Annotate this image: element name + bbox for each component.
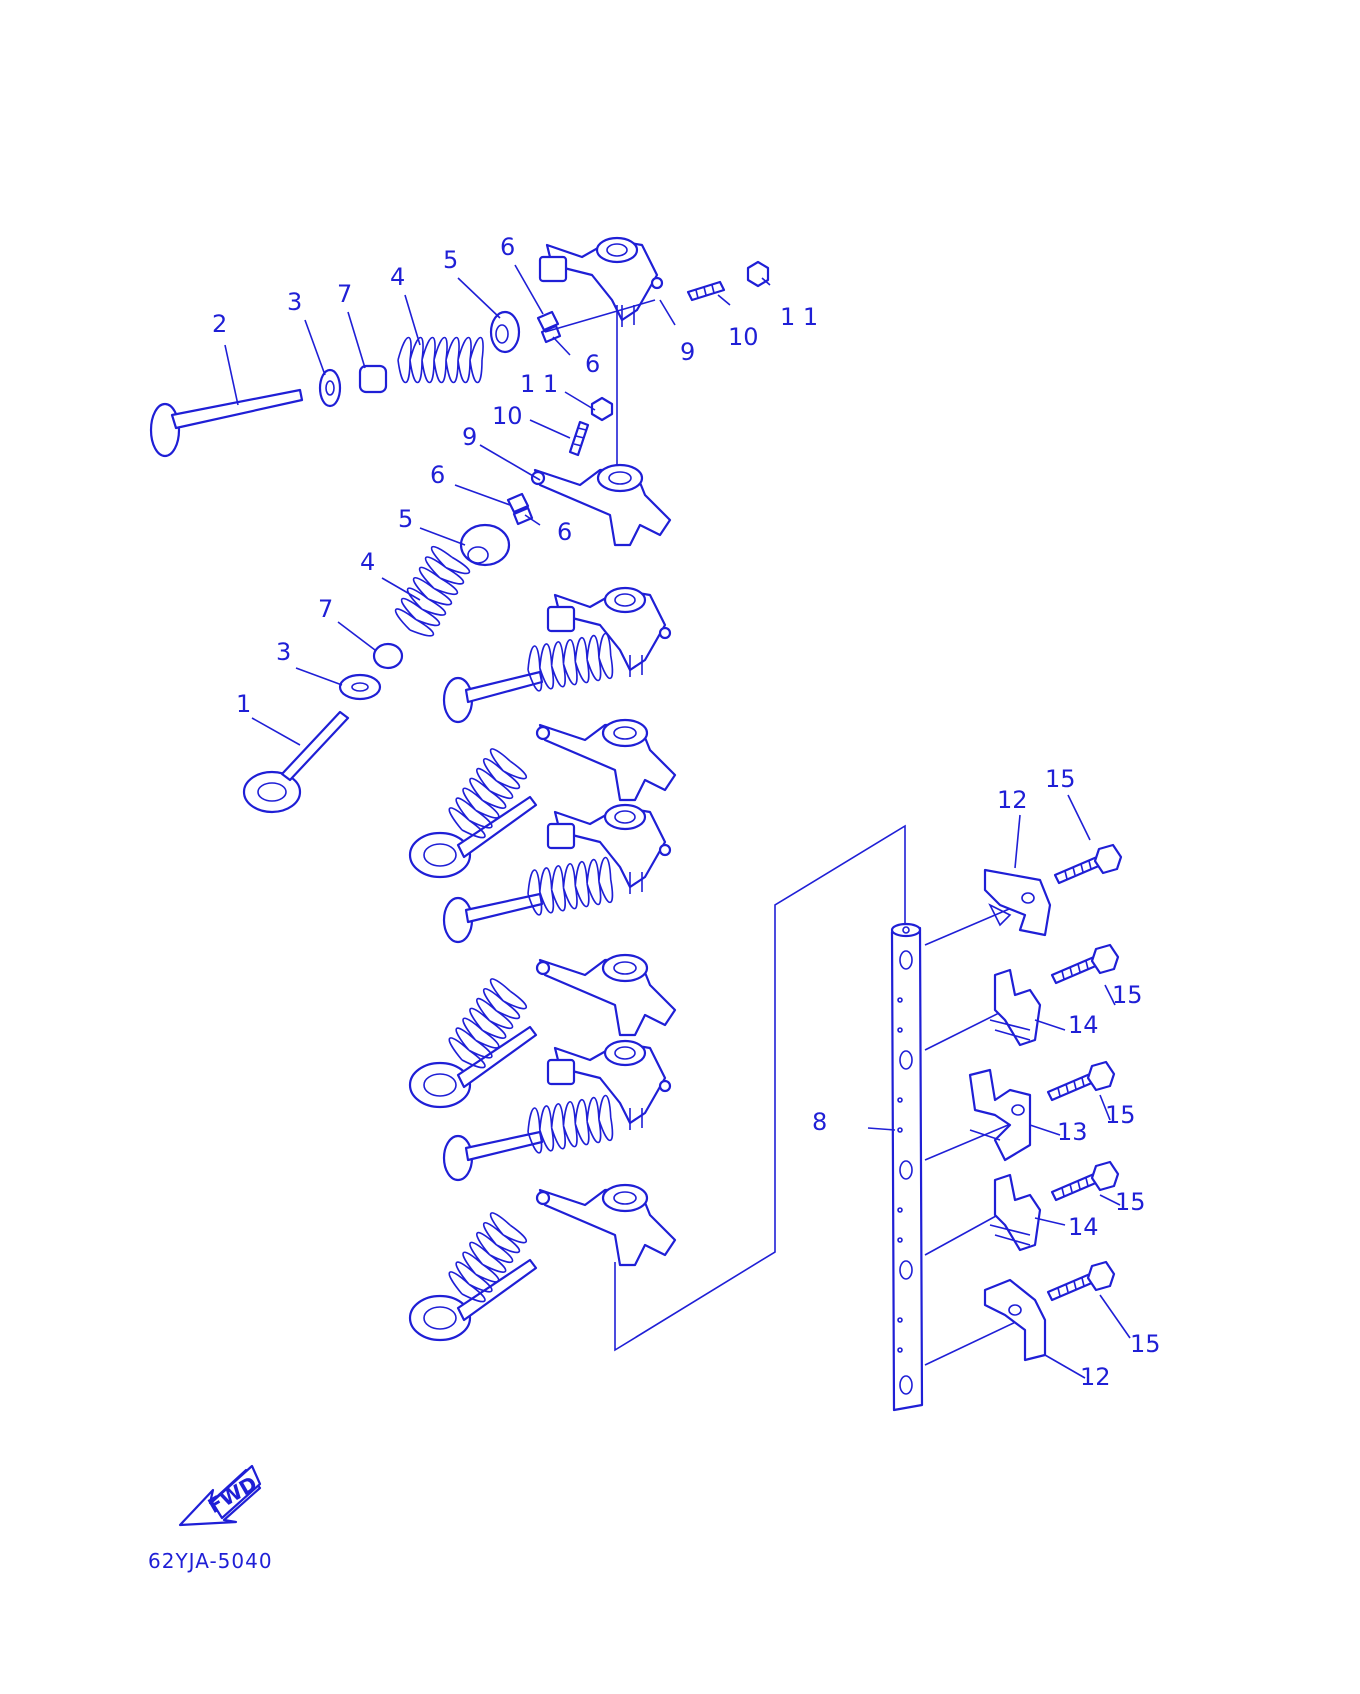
leader-line: [544, 299, 656, 333]
bolt-15-c: [1046, 1060, 1116, 1102]
collet-upper: [536, 310, 562, 344]
leader-line: [924, 1319, 1021, 1366]
bolt-15-a: [1053, 843, 1123, 885]
callout-14: 14: [1068, 1011, 1099, 1039]
shaft-route-line: [614, 824, 906, 1352]
callout-4: 4: [390, 263, 405, 291]
leader-line: [924, 1119, 1021, 1161]
adjusting-screw-upper: [686, 280, 726, 302]
lock-nut-upper: [746, 260, 770, 288]
valve-row-6: [408, 1210, 538, 1342]
callout-11: 1 1: [520, 370, 558, 398]
callout-15: 15: [1105, 1101, 1136, 1129]
callout-15: 15: [1115, 1188, 1146, 1216]
bolt-15-e: [1046, 1260, 1116, 1302]
callout-15: 15: [1045, 765, 1076, 793]
callout-13: 13: [1057, 1118, 1088, 1146]
washer-upper: [318, 368, 342, 408]
rocker-arm-row-6: [535, 1183, 677, 1267]
valve-row-3: [442, 856, 617, 944]
callout-leaders: [224, 264, 1131, 1379]
callout-7: 7: [318, 595, 333, 623]
callout-12: 12: [997, 786, 1028, 814]
callout-3: 3: [276, 638, 291, 666]
bracket-13: [968, 1068, 1032, 1162]
callout-15: 15: [1112, 981, 1143, 1009]
rocker-arm-upper: [538, 236, 664, 329]
valve-row-2: [408, 746, 538, 879]
callout-9: 9: [462, 423, 477, 451]
valve-row-5: [442, 1094, 617, 1182]
rocker-arm-row-1: [546, 586, 672, 679]
callout-6: 6: [585, 350, 600, 378]
callout-12: 12: [1080, 1363, 1111, 1391]
lock-nut-second: [590, 396, 614, 422]
callout-11: 1 1: [780, 303, 818, 331]
spring-second: [389, 544, 473, 643]
callout-8: 8: [812, 1108, 827, 1136]
valve-row-1: [442, 632, 617, 724]
bolt-15-d: [1050, 1160, 1120, 1202]
rocker-arm-row-2: [535, 718, 677, 802]
callout-6: 6: [430, 461, 445, 489]
bracket-12-top: [983, 868, 1052, 937]
callout-3: 3: [287, 288, 302, 316]
rocker-arm-row-4: [535, 953, 677, 1037]
callouts: 2 3 7 4 5 6 6 9 10 1 1 1 1 10 9 6 6 5 4 …: [212, 233, 1161, 1391]
callout-10: 10: [728, 323, 759, 351]
retainer-second: [459, 523, 511, 567]
callout-10: 10: [492, 402, 523, 430]
valve-upper-horizontal: [149, 388, 304, 458]
callout-15: 15: [1130, 1330, 1161, 1358]
callout-14: 14: [1068, 1213, 1099, 1241]
callout-6: 6: [557, 518, 572, 546]
callout-1: 1: [236, 690, 251, 718]
rocker-arm-row-3: [546, 803, 672, 896]
callout-5: 5: [398, 505, 413, 533]
adjusting-screw-second: [568, 420, 590, 457]
bracket-14-lower: [989, 1173, 1042, 1252]
rocker-arm-second: [530, 463, 672, 547]
callout-4: 4: [360, 548, 375, 576]
fwd-arrow-icon: FWD: [178, 1464, 262, 1527]
callout-9: 9: [680, 338, 695, 366]
stem-seal-upper: [358, 364, 388, 394]
drawing-code: 62YJA-5040: [148, 1549, 273, 1573]
rocker-shaft: [890, 922, 924, 1412]
bracket-14-upper: [989, 968, 1042, 1047]
retainer-upper: [489, 310, 521, 354]
callout-2: 2: [212, 310, 227, 338]
bolt-15-b: [1050, 943, 1120, 985]
bracket-12-bottom: [983, 1278, 1047, 1362]
stem-seal-second: [372, 642, 404, 670]
washer-second: [338, 673, 382, 701]
valve-lower-left: [242, 710, 350, 814]
collet-second: [506, 492, 534, 526]
rocker-arm-row-5: [546, 1039, 672, 1132]
valve-row-4: [408, 976, 538, 1109]
spring-upper: [397, 336, 484, 384]
callout-5: 5: [443, 246, 458, 274]
callout-7: 7: [337, 280, 352, 308]
callout-6: 6: [500, 233, 515, 261]
